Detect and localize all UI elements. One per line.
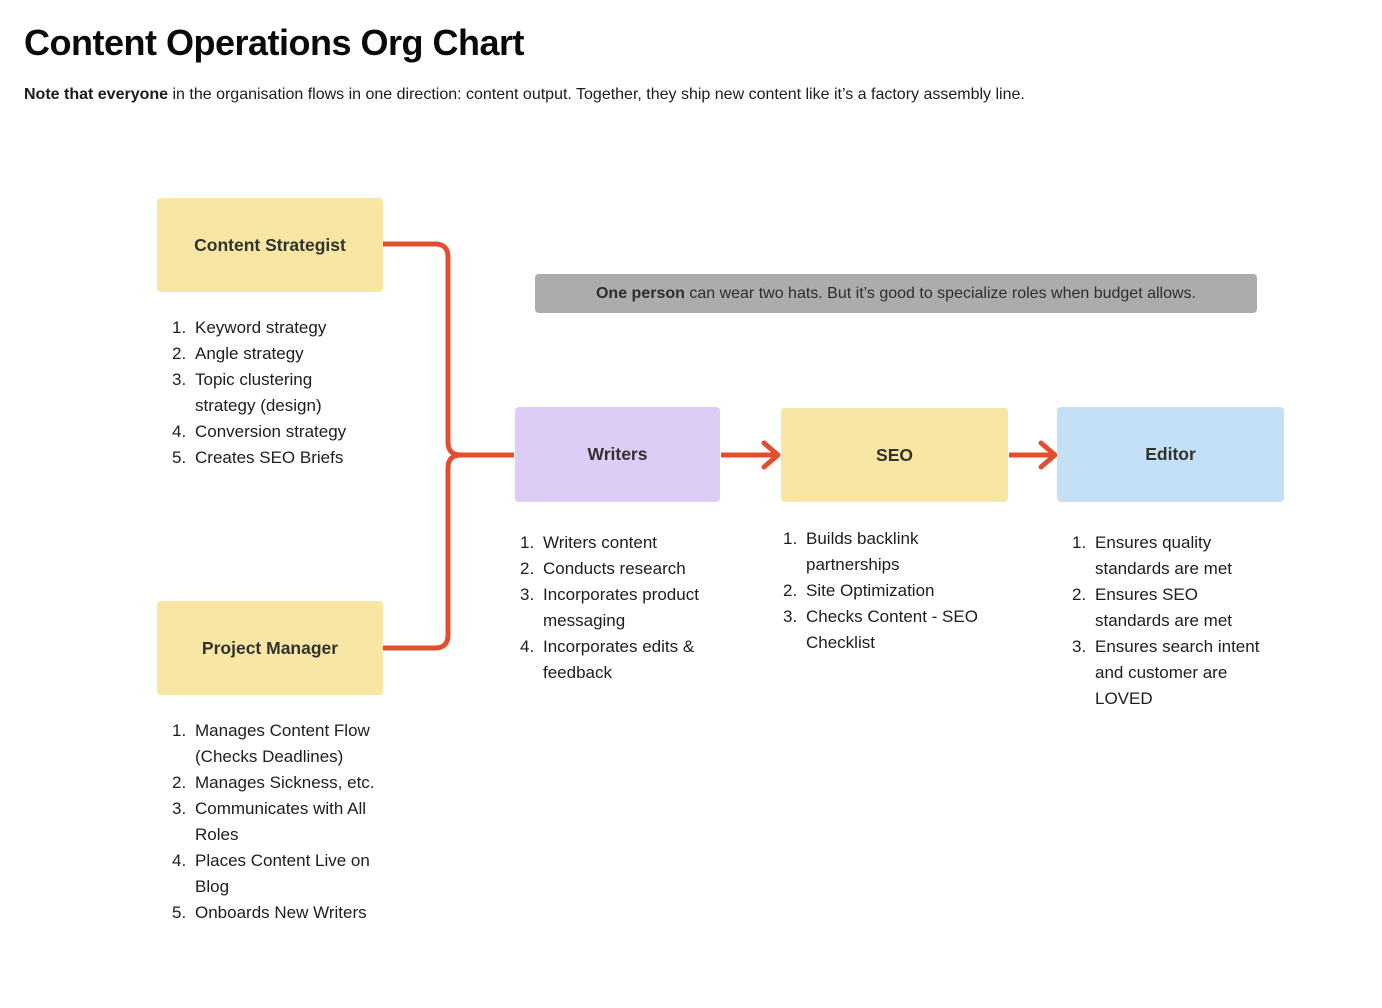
note-box: One person can wear two hats. But it’s g… (535, 274, 1257, 313)
node-label-seo: SEO (876, 444, 913, 465)
list-item: 5. Onboards New Writers (172, 900, 407, 926)
note-bold-lead: One person (595, 284, 685, 302)
item-text: Ensures search intent and customer are L… (1095, 637, 1260, 708)
item-text: Onboards New Writers (195, 903, 367, 922)
edge-seo-to-editor-arrowhead (1038, 440, 1058, 470)
item-text: Communicates with All Roles (195, 799, 367, 844)
list-item: 4. Places Content Live on Blog (172, 848, 407, 900)
item-number: 1. (172, 318, 187, 337)
duties-content-strategist: 1. Keyword strategy 2. Angle strategy 3. Topi… (172, 315, 407, 471)
item-number: 4. (520, 637, 535, 656)
list-item: 2. Ensures SEO standards are met (1072, 582, 1297, 634)
list-item: 3. Incorporates product messaging (520, 582, 745, 634)
list-item: 2. Conducts research (520, 556, 745, 582)
duties-project-manager: 1. Manages Content Flow (Checks Deadlines… (172, 718, 407, 926)
item-number: 2. (1072, 585, 1087, 604)
item-number: 3. (783, 607, 798, 626)
item-text: Writers content (543, 533, 658, 552)
list-item: 2. Manages Sickness, etc. (172, 770, 407, 796)
item-text: Ensures quality standards are met (1095, 533, 1233, 578)
list-item: 3. Checks Content - SEO Checklist (783, 604, 1008, 656)
node-label-project-manager: Project Manager (201, 637, 339, 658)
duties-writers: 1. Writers content 2. Conducts research 3. In… (520, 530, 745, 686)
list-item: 1. Keyword strategy (172, 315, 407, 341)
item-number: 2. (172, 344, 187, 363)
item-text: Conducts research (543, 559, 686, 578)
item-text: Keyword strategy (195, 318, 327, 337)
node-label-content-strategist: Content Strategist (194, 234, 346, 255)
item-text: Site Optimization (806, 581, 935, 600)
item-number: 5. (172, 448, 187, 467)
item-text: Angle strategy (195, 344, 304, 363)
item-number: 4. (172, 851, 187, 870)
list-item: 1. Ensures quality standards are met (1072, 530, 1297, 582)
list-item: 1. Manages Content Flow (Checks Deadlines… (172, 718, 407, 770)
item-number: 2. (520, 559, 535, 578)
item-text: Manages Content Flow (Checks Deadlines) (195, 721, 370, 766)
list-item: 2. Site Optimization (783, 578, 1008, 604)
item-number: 3. (172, 799, 187, 818)
item-number: 2. (783, 581, 798, 600)
list-item: 4. Incorporates edits & feedback (520, 634, 745, 686)
duties-editor: 1. Ensures quality standards are met 2. Ens… (1072, 530, 1297, 712)
item-number: 3. (1072, 637, 1087, 656)
item-number: 5. (172, 903, 187, 922)
note-text: One person can wear two hats. But it’s g… (596, 285, 1196, 303)
node-editor: Editor (1057, 407, 1284, 502)
item-number: 4. (172, 422, 187, 441)
node-writers: Writers (515, 407, 720, 502)
duties-seo: 1. Builds backlink partnerships 2. Site Opt… (783, 526, 1008, 656)
item-text: Incorporates product messaging (543, 585, 699, 630)
subtitle-bold-lead: Note that everyone (24, 86, 169, 103)
item-text: Creates SEO Briefs (195, 448, 344, 467)
list-item: 5. Creates SEO Briefs (172, 445, 407, 471)
node-project-manager: Project Manager (157, 601, 383, 695)
list-item: 3. Communicates with All Roles (172, 796, 407, 848)
list-item: 1. Writers content (520, 530, 745, 556)
edge-project-manager-to-writers (383, 452, 514, 651)
item-text: Builds backlink partnerships (806, 529, 919, 574)
item-text: Topic clustering strategy (design) (195, 370, 322, 415)
item-text: Manages Sickness, etc. (195, 773, 375, 792)
edge-writers-to-seo-arrowhead (761, 440, 781, 470)
item-number: 1. (1072, 533, 1087, 552)
item-text: Incorporates edits & feedback (543, 637, 695, 682)
list-item: 3. Topic clustering strategy (design) (172, 367, 407, 419)
node-seo: SEO (781, 408, 1008, 502)
node-label-writers: Writers (587, 444, 648, 464)
item-text: Places Content Live on Blog (195, 851, 370, 896)
item-number: 3. (172, 370, 187, 389)
item-number: 3. (520, 585, 535, 604)
item-text: Checks Content - SEO Checklist (806, 607, 978, 652)
list-item: 1. Builds backlink partnerships (783, 526, 1008, 578)
item-number: 1. (172, 721, 187, 740)
item-number: 2. (172, 773, 187, 792)
list-item: 2. Angle strategy (172, 341, 407, 367)
list-item: 3. Ensures search intent and customer are… (1072, 634, 1297, 712)
page-subtitle: Note that everyone in the organisation f… (24, 86, 1025, 104)
item-number: 1. (783, 529, 798, 548)
node-label-editor: Editor (1145, 444, 1196, 464)
item-text: Conversion strategy (195, 422, 347, 441)
page-title: Content Operations Org Chart (24, 22, 525, 63)
list-item: 4. Conversion strategy (172, 419, 407, 445)
note-rest: can wear two hats. But it’s good to spec… (684, 284, 1196, 302)
node-content-strategist: Content Strategist (157, 198, 383, 292)
item-text: Ensures SEO standards are met (1095, 585, 1233, 630)
item-number: 1. (520, 533, 535, 552)
subtitle-rest: in the organisation flows in one directi… (168, 86, 1025, 103)
